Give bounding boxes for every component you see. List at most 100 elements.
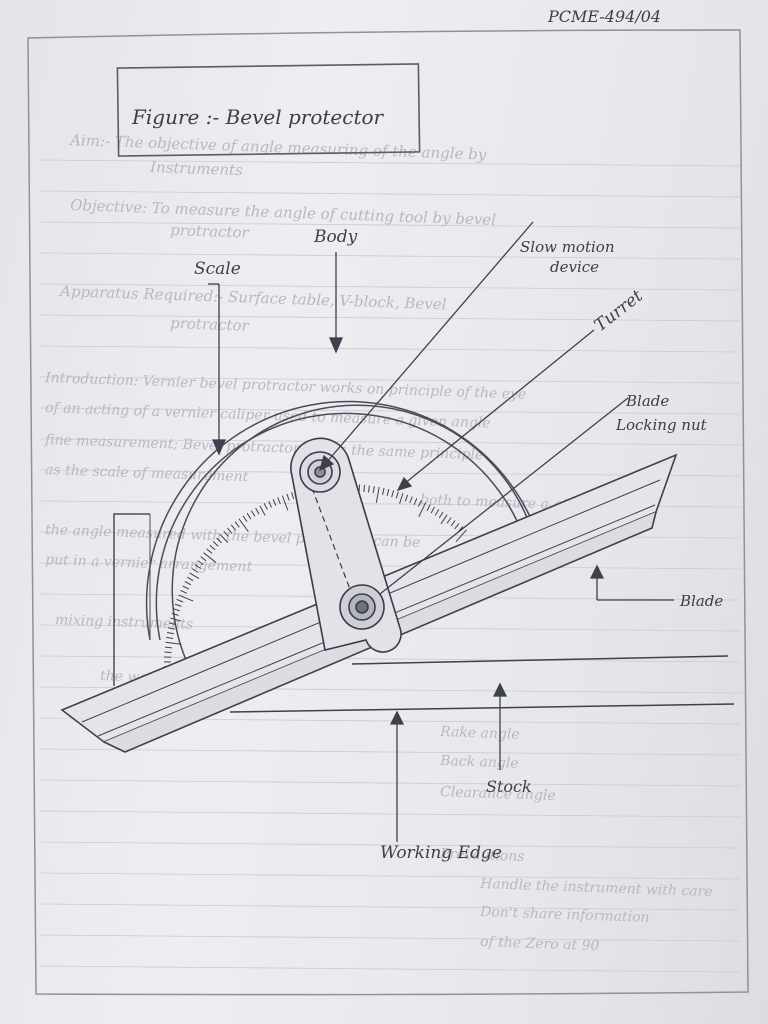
- scale-tick: [372, 486, 375, 494]
- scale-tick: [186, 576, 194, 582]
- bleed-line: Rake angle: [439, 724, 520, 743]
- scale-tick: [426, 504, 431, 512]
- scale-tick: [399, 493, 404, 504]
- scale-tick: [216, 537, 222, 544]
- scale-tick: [438, 511, 444, 519]
- scale-tick: [167, 632, 175, 635]
- scale-tick: [391, 490, 395, 498]
- scale-tick: [242, 515, 248, 522]
- bleed-line: mixing instruments: [55, 612, 193, 633]
- bleed-line: Precautions: [439, 846, 525, 865]
- label-blade-locking-1: Blade: [625, 392, 669, 410]
- scale-tick: [206, 548, 213, 554]
- scale-tick: [200, 556, 207, 562]
- scale-tick: [164, 651, 172, 654]
- bleed-line: as the scale of measurement: [45, 462, 249, 485]
- scale-tick: [212, 541, 219, 547]
- scale-tick: [234, 521, 240, 528]
- ruled-line: [39, 469, 741, 477]
- page-code: PCME-494/04: [547, 7, 661, 26]
- ruled-line: [39, 314, 741, 322]
- ruled-line: [39, 655, 741, 663]
- ruled-line: [39, 810, 741, 818]
- scale-tick: [194, 564, 201, 569]
- scale-tick: [174, 603, 182, 607]
- scale-tick: [446, 517, 452, 524]
- bleed-line: Handle the instrument with care: [479, 876, 713, 900]
- scale-tick: [203, 552, 217, 564]
- protractor-body: [113, 400, 547, 686]
- ruled-line: [39, 965, 741, 973]
- scale-tick: [255, 507, 260, 515]
- bleed-line: of the Zero at 90: [480, 934, 600, 954]
- label-turret: Turret: [591, 286, 647, 336]
- ruled-line: [39, 221, 741, 229]
- bleed-line: fine measurement; Bevel protractor works…: [44, 432, 484, 463]
- title-box: [116, 63, 421, 157]
- scale-tick: [227, 527, 233, 534]
- ruled-line: [39, 748, 741, 756]
- scale-tick: [189, 572, 200, 580]
- scale-tick: [173, 608, 181, 612]
- scale-tick: [440, 514, 448, 525]
- scale-tick: [191, 568, 199, 573]
- scale-tick: [180, 589, 188, 594]
- ruled-line: [39, 934, 741, 942]
- scale-tick: [418, 502, 427, 518]
- label-blade-locking-2: Locking nut: [615, 416, 708, 434]
- label-blade: Blade: [679, 592, 723, 610]
- scale-tick: [209, 544, 216, 551]
- scale-tick: [404, 494, 409, 502]
- ruled-line: [39, 841, 741, 849]
- label-stock: Stock: [486, 777, 532, 796]
- leader-lines: [208, 221, 674, 842]
- scale-tick: [167, 627, 176, 630]
- scale-tick: [277, 497, 281, 504]
- ruled-line: [39, 190, 741, 198]
- scale-tick: [286, 493, 290, 501]
- scale-tick: [268, 501, 273, 508]
- label-slow-motion-2: device: [550, 258, 599, 276]
- scale-tick: [368, 485, 370, 493]
- scale-tick: [170, 617, 182, 622]
- scale-tick: [182, 585, 190, 590]
- bleed-line: protractor: [170, 314, 250, 335]
- ruled-lines: [39, 159, 741, 973]
- scale-tick: [413, 498, 418, 505]
- scale-tick: [178, 594, 194, 602]
- ruled-line: [39, 779, 741, 787]
- ruled-line: [39, 903, 741, 911]
- scale-tick: [164, 646, 172, 649]
- scale-tick: [166, 636, 174, 639]
- label-body: Body: [313, 227, 358, 247]
- scale-tick: [455, 529, 467, 543]
- scale-tick: [272, 498, 277, 506]
- scale-tick: [250, 510, 256, 517]
- scale-tick: [184, 581, 192, 586]
- scale-tick: [169, 622, 177, 626]
- scale-tick: [375, 486, 380, 503]
- stock: [229, 655, 735, 713]
- ruled-line: [39, 376, 741, 384]
- ruled-line: [39, 562, 741, 570]
- scale-tick: [450, 520, 456, 527]
- label-slow-motion-1: Slow motion: [520, 238, 614, 256]
- scale-tick: [223, 530, 229, 537]
- bleed-line: put in a vernier arrangement: [45, 552, 253, 575]
- figure-title: Figure :- Bevel protector: [131, 105, 385, 129]
- scale-tick: [395, 491, 399, 499]
- scale-tick: [434, 509, 440, 516]
- bleed-line: protractor: [170, 221, 250, 242]
- scale-tick: [259, 505, 266, 516]
- scale-tick: [409, 496, 413, 504]
- ruled-line: [39, 252, 741, 260]
- scale-tick: [171, 612, 179, 616]
- label-working-edge: Working Edge: [380, 843, 502, 863]
- scale-tick: [386, 488, 390, 497]
- ruled-line: [39, 159, 741, 167]
- scale-tick: [291, 492, 295, 500]
- scale-tick: [246, 512, 252, 520]
- scale-tick: [238, 518, 249, 532]
